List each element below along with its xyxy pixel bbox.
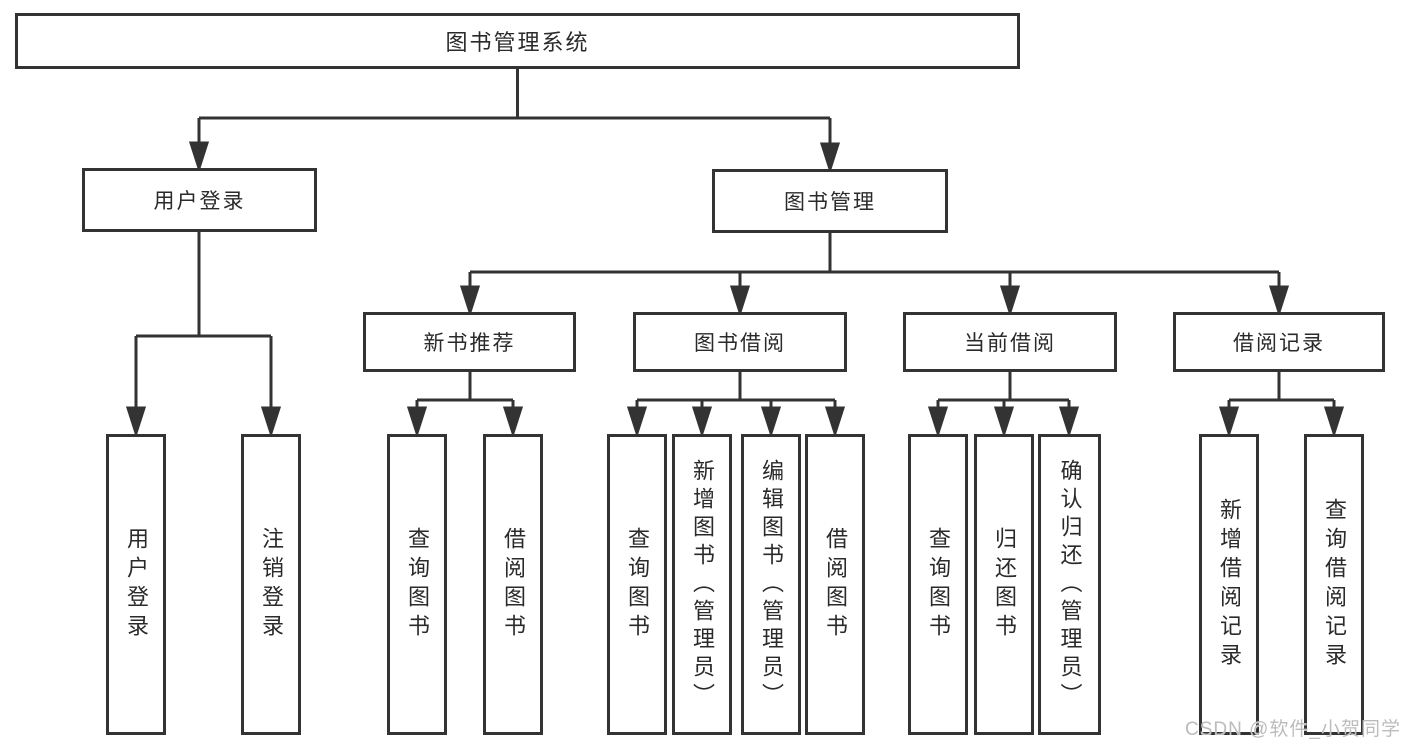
leaf-add-borrow-record: 新增借阅记录 [1199, 434, 1259, 735]
node-borrow-records: 借阅记录 [1173, 312, 1385, 372]
leaf-confirm-return-admin: 确认归还（管理员） [1038, 434, 1101, 735]
leaf-edit-books-admin: 编辑图书（管理员） [741, 434, 801, 735]
leaf-borrow-query-books: 查询图书 [607, 434, 667, 735]
leaf-borrow-borrow-books: 借阅图书 [805, 434, 865, 735]
node-book-management: 图书管理 [712, 169, 948, 233]
csdn-watermark: CSDN @软件_小贺同学 [1185, 719, 1401, 740]
leaf-newbook-query-books: 查询图书 [387, 434, 447, 735]
connector-newbook-to-leaves [406, 372, 524, 438]
leaf-newbook-borrow-books: 借阅图书 [483, 434, 543, 735]
connector-userlogin-to-leaves [125, 232, 282, 438]
node-current-borrow: 当前借阅 [903, 312, 1117, 372]
node-library-management-system: 图书管理系统 [15, 13, 1020, 69]
node-book-borrow: 图书借阅 [633, 312, 847, 372]
leaf-user-login: 用户登录 [106, 434, 166, 735]
connector-bookborrow-to-leaves [626, 372, 846, 438]
connector-bookmgmt-to-level3 [459, 233, 1290, 317]
connector-root-to-level2 [188, 69, 841, 174]
connector-records-to-leaves [1218, 372, 1345, 438]
leaf-add-books-admin: 新增图书（管理员） [672, 434, 732, 735]
node-user-login: 用户登录 [82, 168, 317, 232]
leaf-current-query-books: 查询图书 [908, 434, 968, 735]
leaf-logout: 注销登录 [241, 434, 301, 735]
leaf-query-borrow-record: 查询借阅记录 [1304, 434, 1364, 735]
leaf-return-books: 归还图书 [974, 434, 1034, 735]
connector-currentborrow-to-leaves [927, 372, 1080, 438]
node-new-book-recommend: 新书推荐 [363, 312, 576, 372]
